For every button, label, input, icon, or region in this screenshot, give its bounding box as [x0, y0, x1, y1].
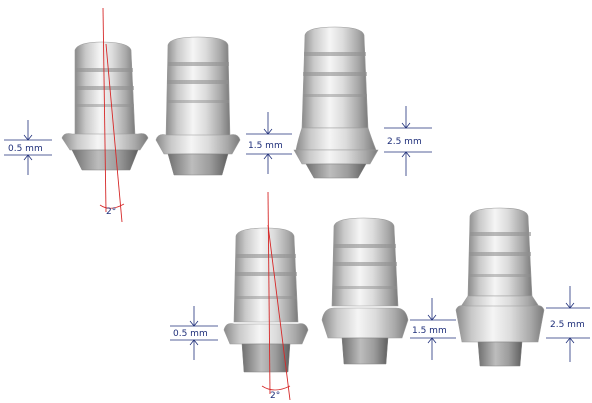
abutment-top-2 [155, 36, 241, 176]
angle-indicator-top: 2° [99, 7, 125, 223]
dimension-label: 1.5 mm [248, 141, 283, 151]
angle-label: 2° [106, 207, 116, 217]
angle-label: 2° [270, 391, 280, 401]
dimension-label: 0.5 mm [173, 329, 208, 339]
abutment-bottom-3 [455, 207, 545, 367]
dimension-top-3: 2.5 mm [384, 106, 432, 176]
abutment-top-3 [293, 26, 379, 179]
dimension-label: 1.5 mm [412, 326, 447, 336]
abutment-bottom-1 [223, 227, 309, 373]
dimension-top-2: 1.5 mm [246, 112, 292, 174]
angle-indicator-bottom: 2° [261, 191, 291, 401]
dimension-label: 2.5 mm [550, 320, 585, 330]
dimension-bottom-2: 1.5 mm [410, 298, 456, 360]
abutment-bottom-2 [321, 217, 409, 365]
dimension-label: 2.5 mm [387, 137, 422, 147]
dimension-label: 0.5 mm [8, 144, 43, 154]
dimension-top-1: 0.5 mm [4, 120, 52, 175]
dimension-bottom-3: 2.5 mm [546, 286, 590, 362]
dimension-bottom-1: 0.5 mm [170, 306, 218, 360]
